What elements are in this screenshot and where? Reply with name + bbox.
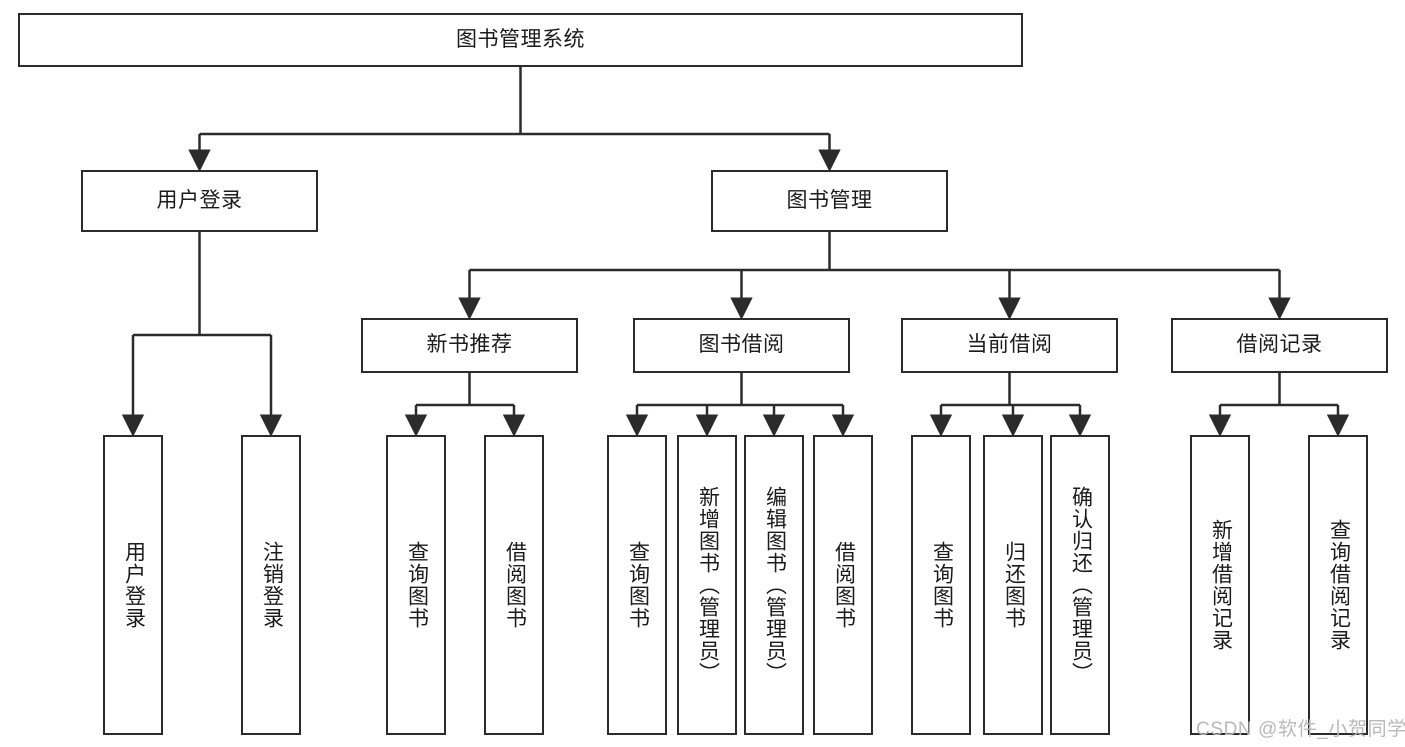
node-label: 当前借阅 (966, 333, 1053, 357)
node-leaf-cur-2[interactable]: 归还图书 (983, 435, 1043, 735)
node-leaf-cur-1[interactable]: 查询图书 (911, 435, 971, 735)
node-label: 借阅记录 (1236, 333, 1323, 357)
node-label: 用户登录 (122, 541, 146, 629)
node-label: 归还图书 (1002, 541, 1026, 629)
node-label: 注销登录 (260, 541, 284, 629)
node-label: 用户登录 (156, 188, 243, 212)
node-leaf-rec-1[interactable]: 新增借阅记录 (1190, 435, 1250, 735)
node-label: 借阅图书 (832, 541, 856, 629)
node-leaf-bor-2[interactable]: 新增图书（管理员） (677, 435, 737, 735)
node-leaf-bor-1[interactable]: 查询图书 (607, 435, 667, 735)
edge-paths (121, 67, 1350, 437)
node-current[interactable]: 当前借阅 (901, 318, 1118, 373)
node-label: 确认归还（管理员） (1069, 486, 1093, 684)
node-leaf-bor-4[interactable]: 借阅图书 (813, 435, 873, 735)
node-label: 查询图书 (930, 541, 954, 629)
node-leaf-new-2[interactable]: 借阅图书 (484, 435, 544, 735)
node-leaf-login-2[interactable]: 注销登录 (241, 435, 301, 735)
node-root[interactable]: 图书管理系统 (18, 13, 1023, 67)
node-label: 查询借阅记录 (1327, 519, 1351, 651)
node-borrow[interactable]: 图书借阅 (633, 318, 850, 373)
node-label: 查询图书 (405, 541, 429, 629)
node-records[interactable]: 借阅记录 (1171, 318, 1388, 373)
node-login[interactable]: 用户登录 (81, 170, 318, 232)
node-leaf-new-1[interactable]: 查询图书 (386, 435, 446, 735)
node-leaf-rec-2[interactable]: 查询借阅记录 (1308, 435, 1368, 735)
node-bookmgmt[interactable]: 图书管理 (711, 170, 948, 232)
node-leaf-bor-3[interactable]: 编辑图书（管理员） (744, 435, 804, 735)
node-label: 新书推荐 (426, 333, 513, 357)
node-leaf-cur-3[interactable]: 确认归还（管理员） (1050, 435, 1110, 735)
node-leaf-login-1[interactable]: 用户登录 (103, 435, 163, 735)
node-label: 借阅图书 (503, 541, 527, 629)
node-label: 图书管理系统 (456, 27, 585, 51)
node-label: 图书借阅 (698, 333, 785, 357)
node-label: 查询图书 (626, 541, 650, 629)
node-label: 编辑图书（管理员） (763, 486, 787, 684)
node-label: 新增图书（管理员） (696, 486, 720, 684)
watermark: CSDN @软件_小贺同学 (1196, 719, 1405, 740)
node-newbook[interactable]: 新书推荐 (361, 318, 578, 373)
node-label: 新增借阅记录 (1209, 519, 1233, 651)
node-label: 图书管理 (786, 188, 873, 212)
